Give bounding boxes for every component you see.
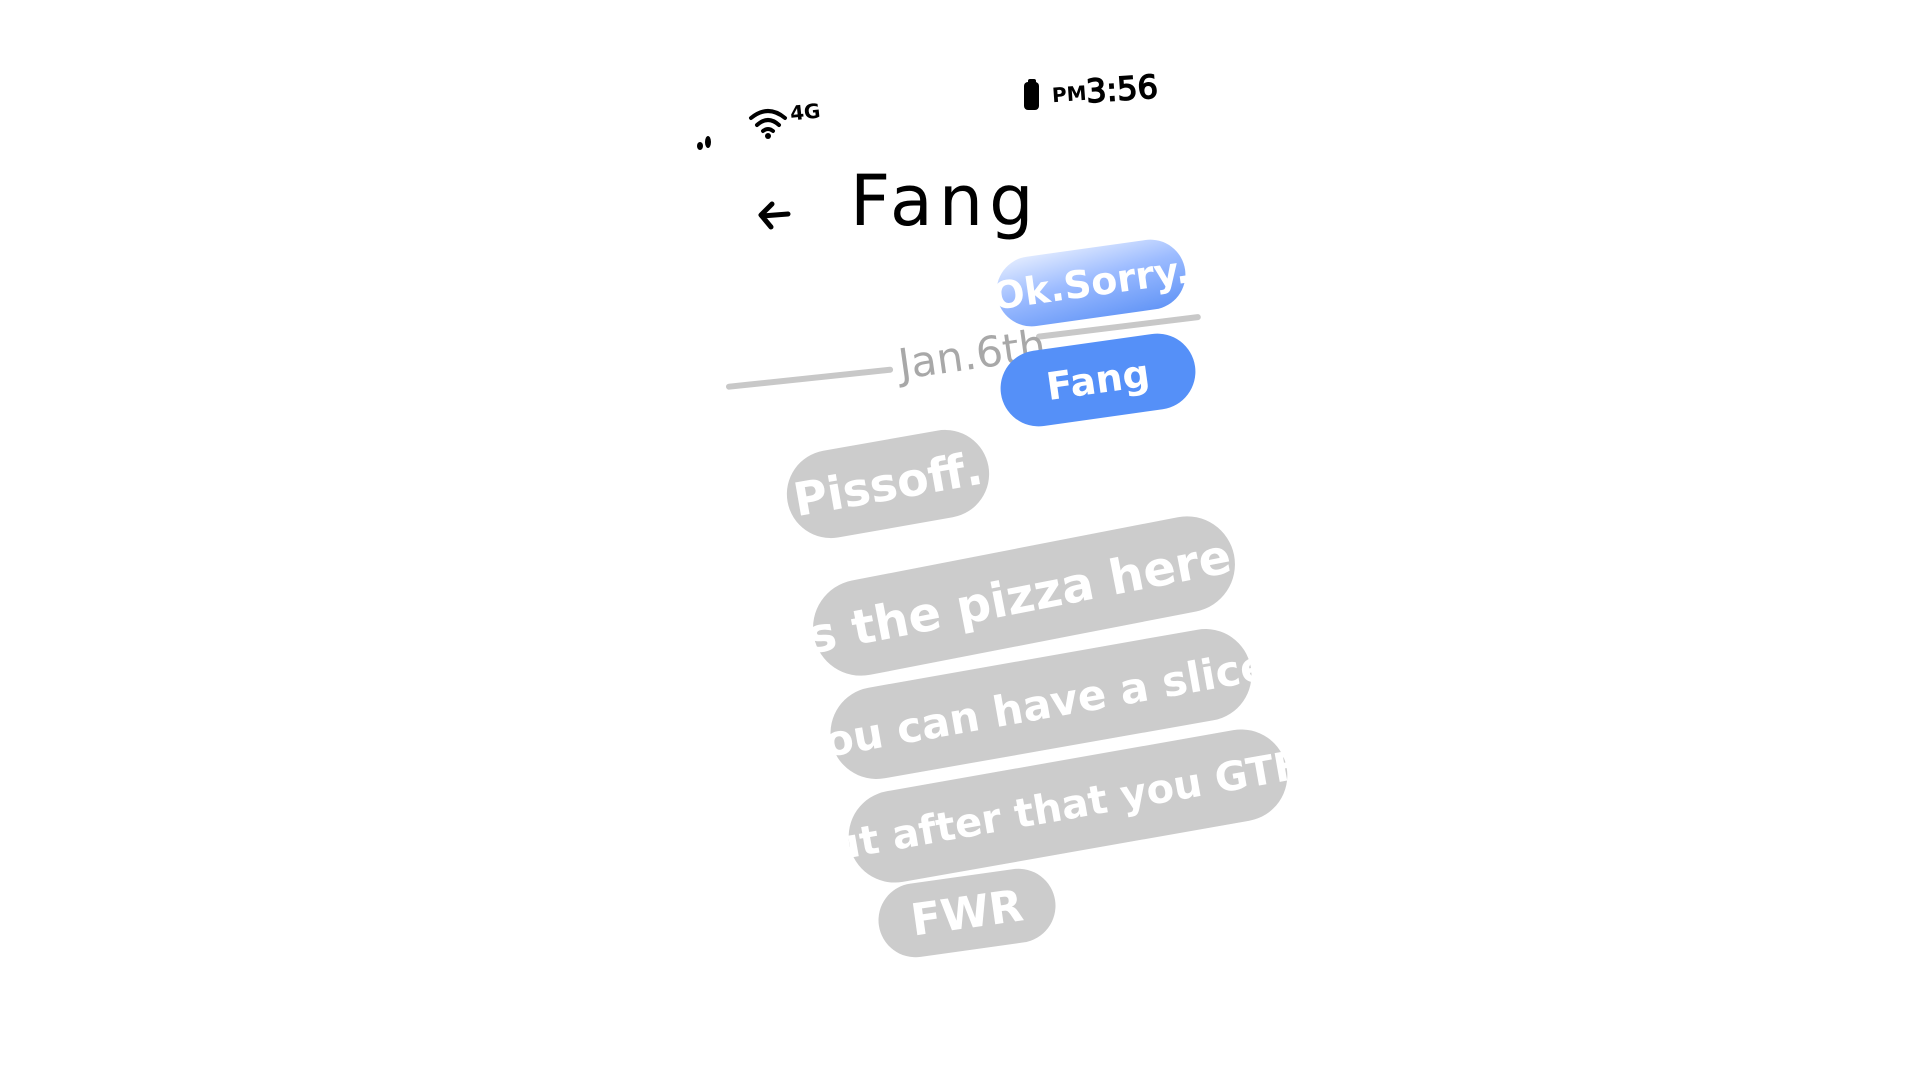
signal-icon [697,136,711,150]
back-arrow-icon[interactable] [756,198,792,232]
clock-time: 3:56 [1084,67,1160,111]
status-bar: 4G PM 3:56 [680,67,1180,150]
conversation-title: Fang [850,160,1040,242]
message-text: FWR [907,879,1027,947]
wifi-icon [749,109,787,139]
message-text: Pissoff. [789,440,987,528]
network-type: 4G [788,98,822,126]
message-bubble-received[interactable]: Pissoff. [779,422,997,546]
time-period: PM [1051,80,1088,108]
message-bubble-sent[interactable]: Ok.Sorry. [989,235,1193,331]
date-divider-line-left [725,366,894,390]
battery-icon [1024,79,1039,110]
message-text: Ok.Sorry. [989,247,1193,319]
message-text: Fang [1043,351,1153,409]
